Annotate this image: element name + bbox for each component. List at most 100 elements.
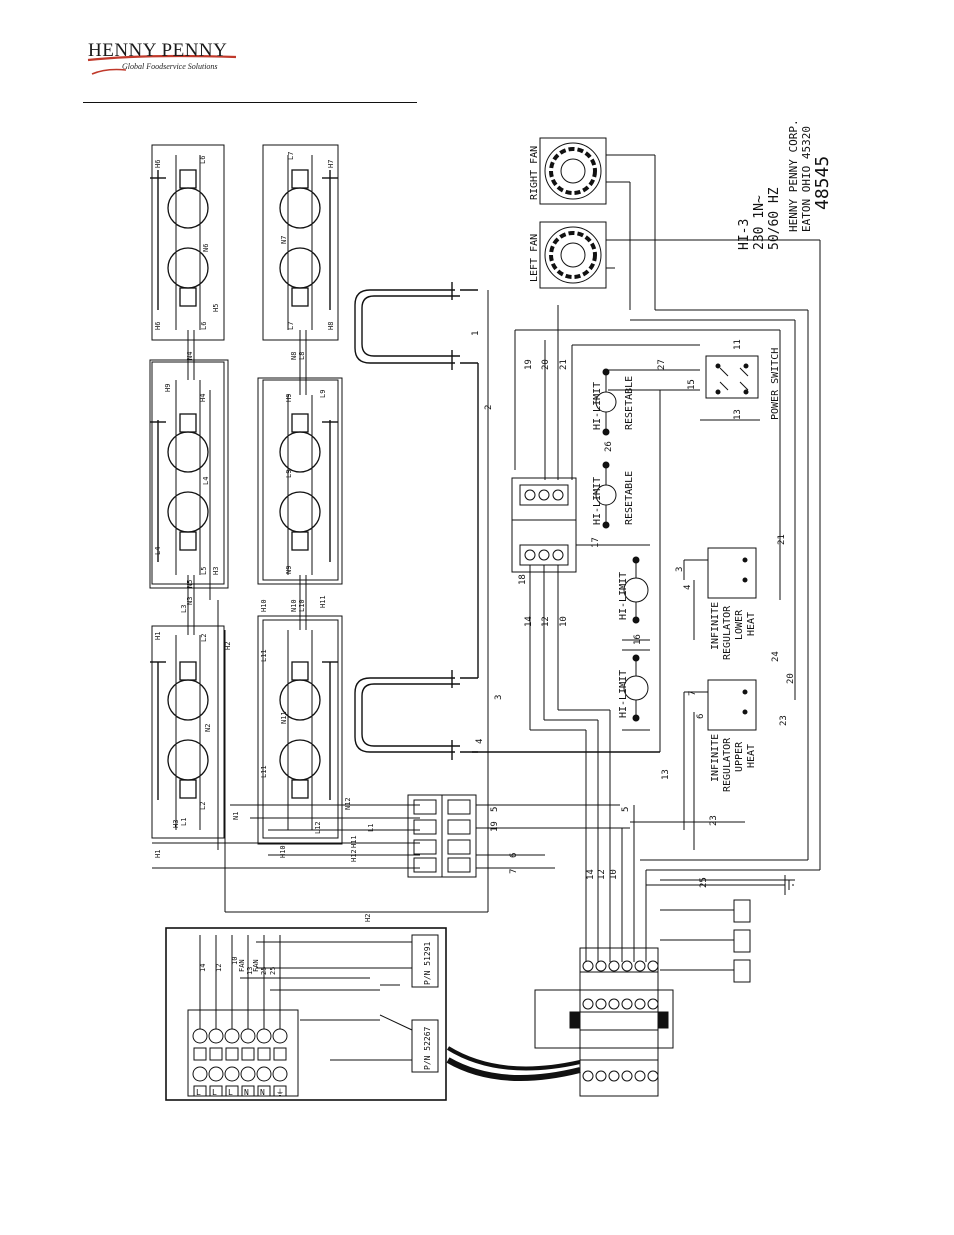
wire-number-label: 16 xyxy=(633,634,643,645)
lamp-terminal-label: N7 xyxy=(280,236,288,244)
infinite-regulators xyxy=(683,547,757,850)
wire-number-label: 17 xyxy=(591,537,601,548)
lamp-terminal-label: N9 xyxy=(285,566,293,574)
wire-number-label: 2 xyxy=(484,405,494,410)
regulator-lower-line4: HEAT xyxy=(746,612,757,636)
lamp-terminal-label: H7 xyxy=(327,160,335,168)
wire-number-label: 1 xyxy=(471,331,481,336)
lamp-terminal-label: L4 xyxy=(154,547,162,555)
wire-number-label: 21 xyxy=(777,534,787,545)
lamp-terminal-label: L1 xyxy=(180,818,188,826)
lamp-terminal-label: H12 xyxy=(350,849,358,862)
contactor xyxy=(511,477,640,730)
lamp-terminal-label: L10 xyxy=(298,599,306,612)
regulator-lower-line1: INFINITE xyxy=(710,602,721,650)
regulator-lower-line2: REGULATOR xyxy=(722,605,733,660)
wire-number-label: 19 xyxy=(490,821,500,832)
wire-number-label: 25 xyxy=(260,967,268,975)
wire-number-label: 4 xyxy=(683,585,693,590)
lamp-terminal-label: H2 xyxy=(364,914,372,922)
resetable-label: RESETABLE xyxy=(624,376,635,430)
lamp-terminal-label: H3 xyxy=(172,820,180,828)
wire-number-label: 7 xyxy=(688,691,698,696)
right-fan xyxy=(539,137,607,205)
upper-terminal-block xyxy=(407,794,630,878)
wire-number-label: 12 xyxy=(215,964,223,972)
wire-number-label: 14 xyxy=(524,616,534,627)
regulator-lower-line3: LOWER xyxy=(734,609,745,640)
logo-tagline: Global Foodservice Solutions xyxy=(122,62,218,71)
wire-number-label: FAN xyxy=(238,959,246,972)
header-rule xyxy=(83,102,417,103)
regulator-upper-line2: REGULATOR xyxy=(722,737,733,792)
hi-limit-switches xyxy=(595,368,650,731)
lamp-terminal-label: L7 xyxy=(287,322,295,330)
wire-number-label: 15 xyxy=(687,379,697,390)
lamp-terminal-label: L4 xyxy=(202,477,210,485)
wire-number-label: 19 xyxy=(524,359,534,370)
wire-number-label: 4 xyxy=(475,739,485,744)
wire-number-label: 12 xyxy=(597,869,607,880)
lamp-terminal-label: H6 xyxy=(154,322,162,330)
wire-number-label: 5 xyxy=(621,807,631,812)
regulator-upper-line1: INFINITE xyxy=(710,734,721,782)
terminal-label: N xyxy=(244,1088,249,1097)
hi-limit-label: HI-LIMIT xyxy=(618,572,629,620)
lamp-terminal-label: H11 xyxy=(319,595,327,608)
lamp-terminal-label: H1 xyxy=(154,632,162,640)
heat-rods xyxy=(150,170,338,800)
lamp-terminal-label: L5 xyxy=(200,567,208,575)
wire-number-label: FAN xyxy=(252,959,260,972)
wire-number-label: 25 xyxy=(699,877,709,888)
corp-model: HI-3 xyxy=(737,219,752,250)
lamp-terminal-label: L8 xyxy=(298,352,306,360)
wire-number-label: 14 xyxy=(586,869,596,880)
lamp-terminal-label: L6 xyxy=(199,156,207,164)
left-fan xyxy=(539,221,607,289)
corp-frequency: 50/60 HZ xyxy=(767,187,782,250)
part-number: P/N 51291 xyxy=(423,941,432,985)
lamp-terminal-label: H11 xyxy=(350,835,358,848)
regulator-upper-line4: HEAT xyxy=(746,744,757,768)
lamp-terminal-label: N10 xyxy=(290,599,298,612)
lamp-wiring xyxy=(152,155,489,913)
lamp-terminal-label: N3 xyxy=(186,597,194,605)
wire-number-label: 21 xyxy=(559,359,569,370)
lamp-terminal-label: N1 xyxy=(232,812,240,820)
terminal-label: L xyxy=(228,1088,233,1097)
lamp-terminal-label: L9 xyxy=(285,470,293,478)
lamp-terminal-label: L2 xyxy=(199,802,207,810)
lamp-terminal-label: H1 xyxy=(154,850,162,858)
terminal-label: ⏚ xyxy=(276,1088,284,1097)
wire-number-label: 13 xyxy=(661,769,671,780)
wire-number-label: 13 xyxy=(733,409,743,420)
lamp-terminal-label: H3 xyxy=(212,567,220,575)
lamp-terminal-label: H10 xyxy=(260,599,268,612)
lamp-terminal-label: N11 xyxy=(280,711,288,724)
diagram-text: HI-3 230 1N~ 50/60 HZ HENNY PENNY CORP. … xyxy=(196,119,833,1097)
lamp-terminal-label: N6 xyxy=(202,244,210,252)
wire-number-label: 6 xyxy=(696,714,706,719)
power-switch xyxy=(705,355,759,399)
lamp-terminal-label: H5 xyxy=(212,304,220,312)
lamp-terminal-label: L2 xyxy=(200,634,208,642)
logo-name: HENNY PENNY xyxy=(88,40,228,61)
terminal-label: L xyxy=(196,1088,201,1097)
lamp-panel xyxy=(151,625,225,839)
henny-penny-logo: HENNY PENNY Global Foodservice Solutions xyxy=(86,40,256,80)
corp-address: EATON OHIO 45320 xyxy=(800,126,813,232)
lamp-terminal-label: L6 xyxy=(200,322,208,330)
wire-number-label: 23 xyxy=(709,815,719,826)
lamp-bulbs xyxy=(167,169,321,799)
terminal-label: L xyxy=(212,1088,217,1097)
control-wiring xyxy=(514,154,821,870)
wire-number-label: 13 xyxy=(246,967,254,975)
part-number: P/N 52267 xyxy=(423,1026,432,1070)
wire-number-label: 7 xyxy=(509,869,519,874)
hi-limit-label: HI-LIMIT xyxy=(618,670,629,718)
wire-number-label: 23 xyxy=(779,715,789,726)
